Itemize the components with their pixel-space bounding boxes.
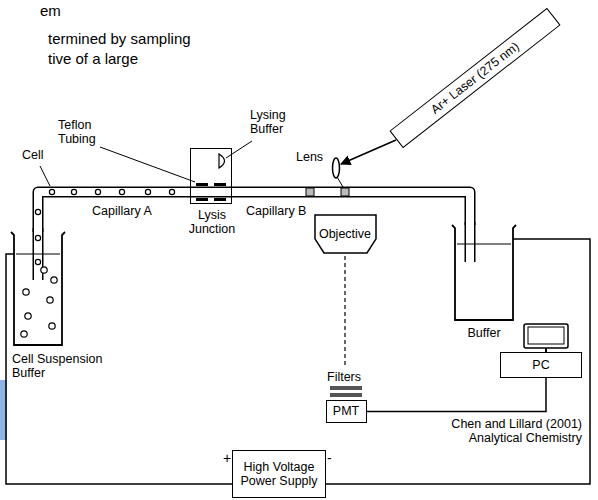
wire-path bbox=[6, 254, 232, 484]
cell-group bbox=[21, 267, 57, 337]
cell bbox=[23, 289, 29, 295]
capillary-wall bbox=[38, 192, 190, 232]
laser-body: Ar+ Laser (275 nm) bbox=[389, 8, 560, 148]
capillary-label: Capillary B bbox=[246, 204, 306, 218]
vessel-label: Lysis Junction bbox=[184, 208, 240, 237]
box-label: PC bbox=[532, 358, 549, 372]
slide-text: tive of a large bbox=[48, 50, 138, 67]
cell bbox=[51, 277, 57, 283]
cell bbox=[49, 323, 55, 329]
box-label: Ar+ Laser (275 nm) bbox=[428, 39, 522, 117]
cell bbox=[49, 189, 54, 194]
beaker-wall bbox=[452, 225, 516, 320]
wire bbox=[6, 254, 232, 484]
beaker-wall bbox=[11, 232, 65, 345]
wire-path bbox=[326, 239, 590, 484]
liquid-level bbox=[457, 244, 511, 245]
box-label: Objective bbox=[319, 227, 371, 241]
leader-line bbox=[100, 147, 195, 182]
cell bbox=[145, 189, 150, 194]
capillary-bore bbox=[190, 188, 232, 196]
power-supply-box: High Voltage Power Supply bbox=[232, 450, 326, 498]
leader-line bbox=[40, 166, 50, 186]
focused-beam bbox=[337, 177, 343, 187]
overlay-layer bbox=[35, 154, 349, 265]
cell-group bbox=[35, 189, 174, 264]
monitor-screen bbox=[528, 327, 564, 344]
laser-beam bbox=[341, 140, 396, 164]
emission-path bbox=[344, 256, 345, 366]
slide-text: termined by sampling bbox=[48, 30, 191, 47]
cell bbox=[41, 267, 47, 273]
teflon-sleeve bbox=[214, 198, 226, 201]
slide-text: em bbox=[40, 2, 61, 19]
cell bbox=[169, 189, 174, 194]
filter-symbol bbox=[330, 393, 362, 397]
part-label: Teflon Tubing bbox=[58, 118, 102, 147]
decor-layer bbox=[0, 140, 568, 440]
part-label: Lens bbox=[296, 150, 323, 164]
capillary-label: Capillary A bbox=[92, 204, 152, 218]
objective-lens: Objective bbox=[312, 214, 379, 254]
cell bbox=[119, 189, 124, 194]
capillary-tube bbox=[38, 192, 190, 232]
lysing-buffer-drop bbox=[219, 154, 225, 168]
objective-body bbox=[315, 215, 376, 253]
cell bbox=[21, 331, 27, 337]
teflon-sleeve-group bbox=[196, 183, 226, 201]
vessel-label: Buffer bbox=[445, 326, 523, 340]
computer-box: PC bbox=[500, 352, 582, 378]
connector-layer bbox=[6, 192, 590, 484]
wire bbox=[326, 239, 590, 484]
monitor-icon bbox=[524, 324, 568, 348]
polarity-sign: + bbox=[223, 450, 231, 466]
vessel-label: Cell Suspension Buffer bbox=[12, 352, 124, 381]
box-label: High Voltage Power Supply bbox=[239, 460, 319, 489]
cell bbox=[25, 313, 31, 319]
liquid-level bbox=[16, 254, 60, 255]
beaker-outline bbox=[455, 225, 513, 320]
buffer-beaker: Cell Suspension Buffer bbox=[14, 232, 62, 345]
lysis-junction-box: Lysis Junction bbox=[190, 148, 232, 204]
capillary-bore bbox=[466, 220, 474, 263]
cell bbox=[71, 189, 76, 194]
box-label: PMT bbox=[333, 404, 359, 418]
part-label: Filters bbox=[327, 370, 361, 384]
wire-path bbox=[367, 378, 547, 412]
part-label: Cell bbox=[22, 148, 44, 162]
lens-symbol bbox=[333, 158, 340, 178]
cell bbox=[35, 259, 40, 264]
cell bbox=[95, 189, 100, 194]
detection-window bbox=[306, 188, 314, 196]
buffer-beaker: Buffer bbox=[455, 225, 513, 320]
citation-note: Chen and Lillard (2001) Analytical Chemi… bbox=[442, 417, 582, 446]
detection-window bbox=[341, 188, 349, 196]
leader-line bbox=[226, 141, 252, 158]
teflon-sleeve bbox=[196, 183, 208, 186]
wire bbox=[367, 378, 547, 412]
part-label: Lysing Buffer bbox=[250, 108, 296, 137]
teflon-sleeve bbox=[214, 183, 226, 186]
cell bbox=[35, 209, 40, 214]
polarity-sign: - bbox=[327, 450, 332, 466]
pmt-detector: PMT bbox=[326, 400, 367, 423]
capillary-wall bbox=[190, 187, 232, 198]
cell bbox=[47, 297, 53, 303]
cell bbox=[35, 235, 40, 240]
capillary-bore bbox=[38, 192, 190, 232]
beaker-outline bbox=[14, 232, 62, 345]
filter-symbol bbox=[330, 386, 362, 390]
teflon-sleeve bbox=[196, 198, 208, 201]
